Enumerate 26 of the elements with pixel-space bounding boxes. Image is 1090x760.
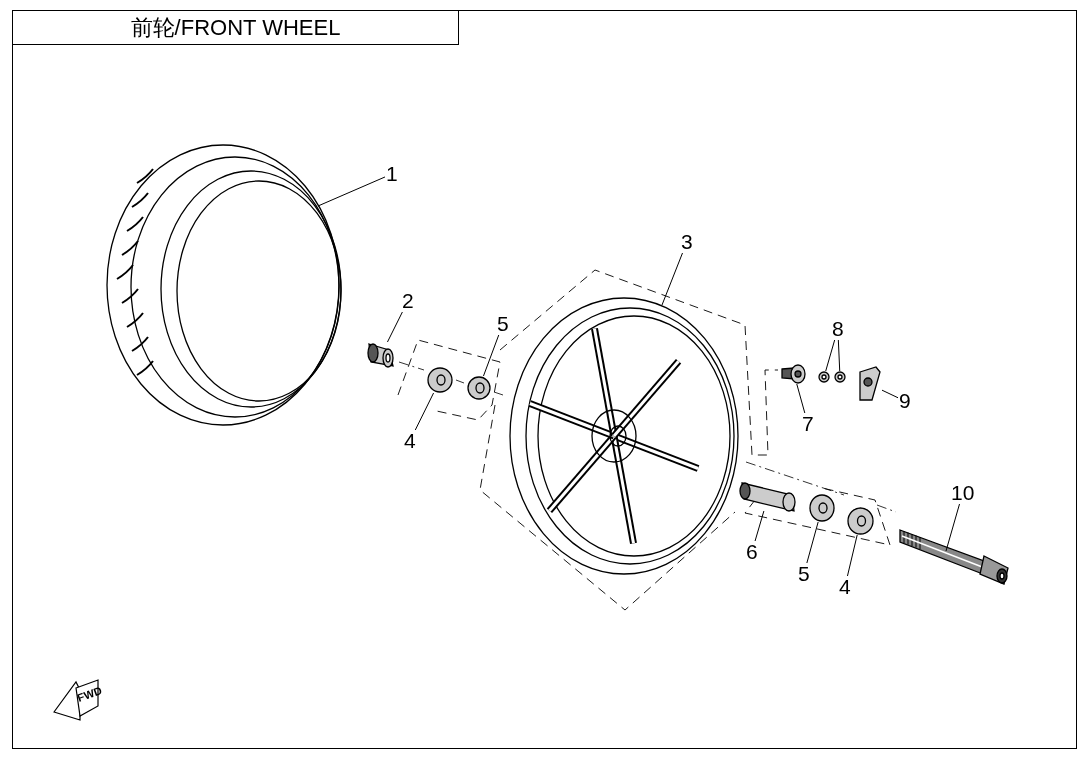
leader-line	[825, 339, 836, 372]
callout-number: 9	[898, 390, 912, 412]
leader-line	[846, 534, 858, 577]
callout-number: 10	[950, 482, 976, 504]
leader-line	[881, 389, 899, 399]
callout-number: 2	[401, 290, 415, 312]
leader-line	[482, 334, 500, 377]
callout-number: 4	[838, 576, 852, 598]
callout-number: 4	[403, 430, 417, 452]
callout-number: 5	[496, 313, 510, 335]
leader-line	[806, 521, 819, 564]
callout-number: 5	[797, 563, 811, 585]
callout-number: 7	[801, 413, 815, 435]
leader-line	[754, 510, 765, 542]
callout-number: 8	[831, 318, 845, 340]
callout-number: 1	[385, 163, 399, 185]
leader-line	[945, 503, 960, 552]
leader-line	[317, 176, 386, 207]
title: 前轮/FRONT WHEEL	[130, 15, 341, 40]
leader-line	[837, 339, 841, 372]
leader-line	[414, 392, 435, 431]
leader-line	[386, 311, 403, 343]
callout-number: 3	[680, 231, 694, 253]
leader-line	[661, 252, 683, 306]
callout-number: 6	[745, 541, 759, 563]
leader-line	[796, 383, 806, 414]
